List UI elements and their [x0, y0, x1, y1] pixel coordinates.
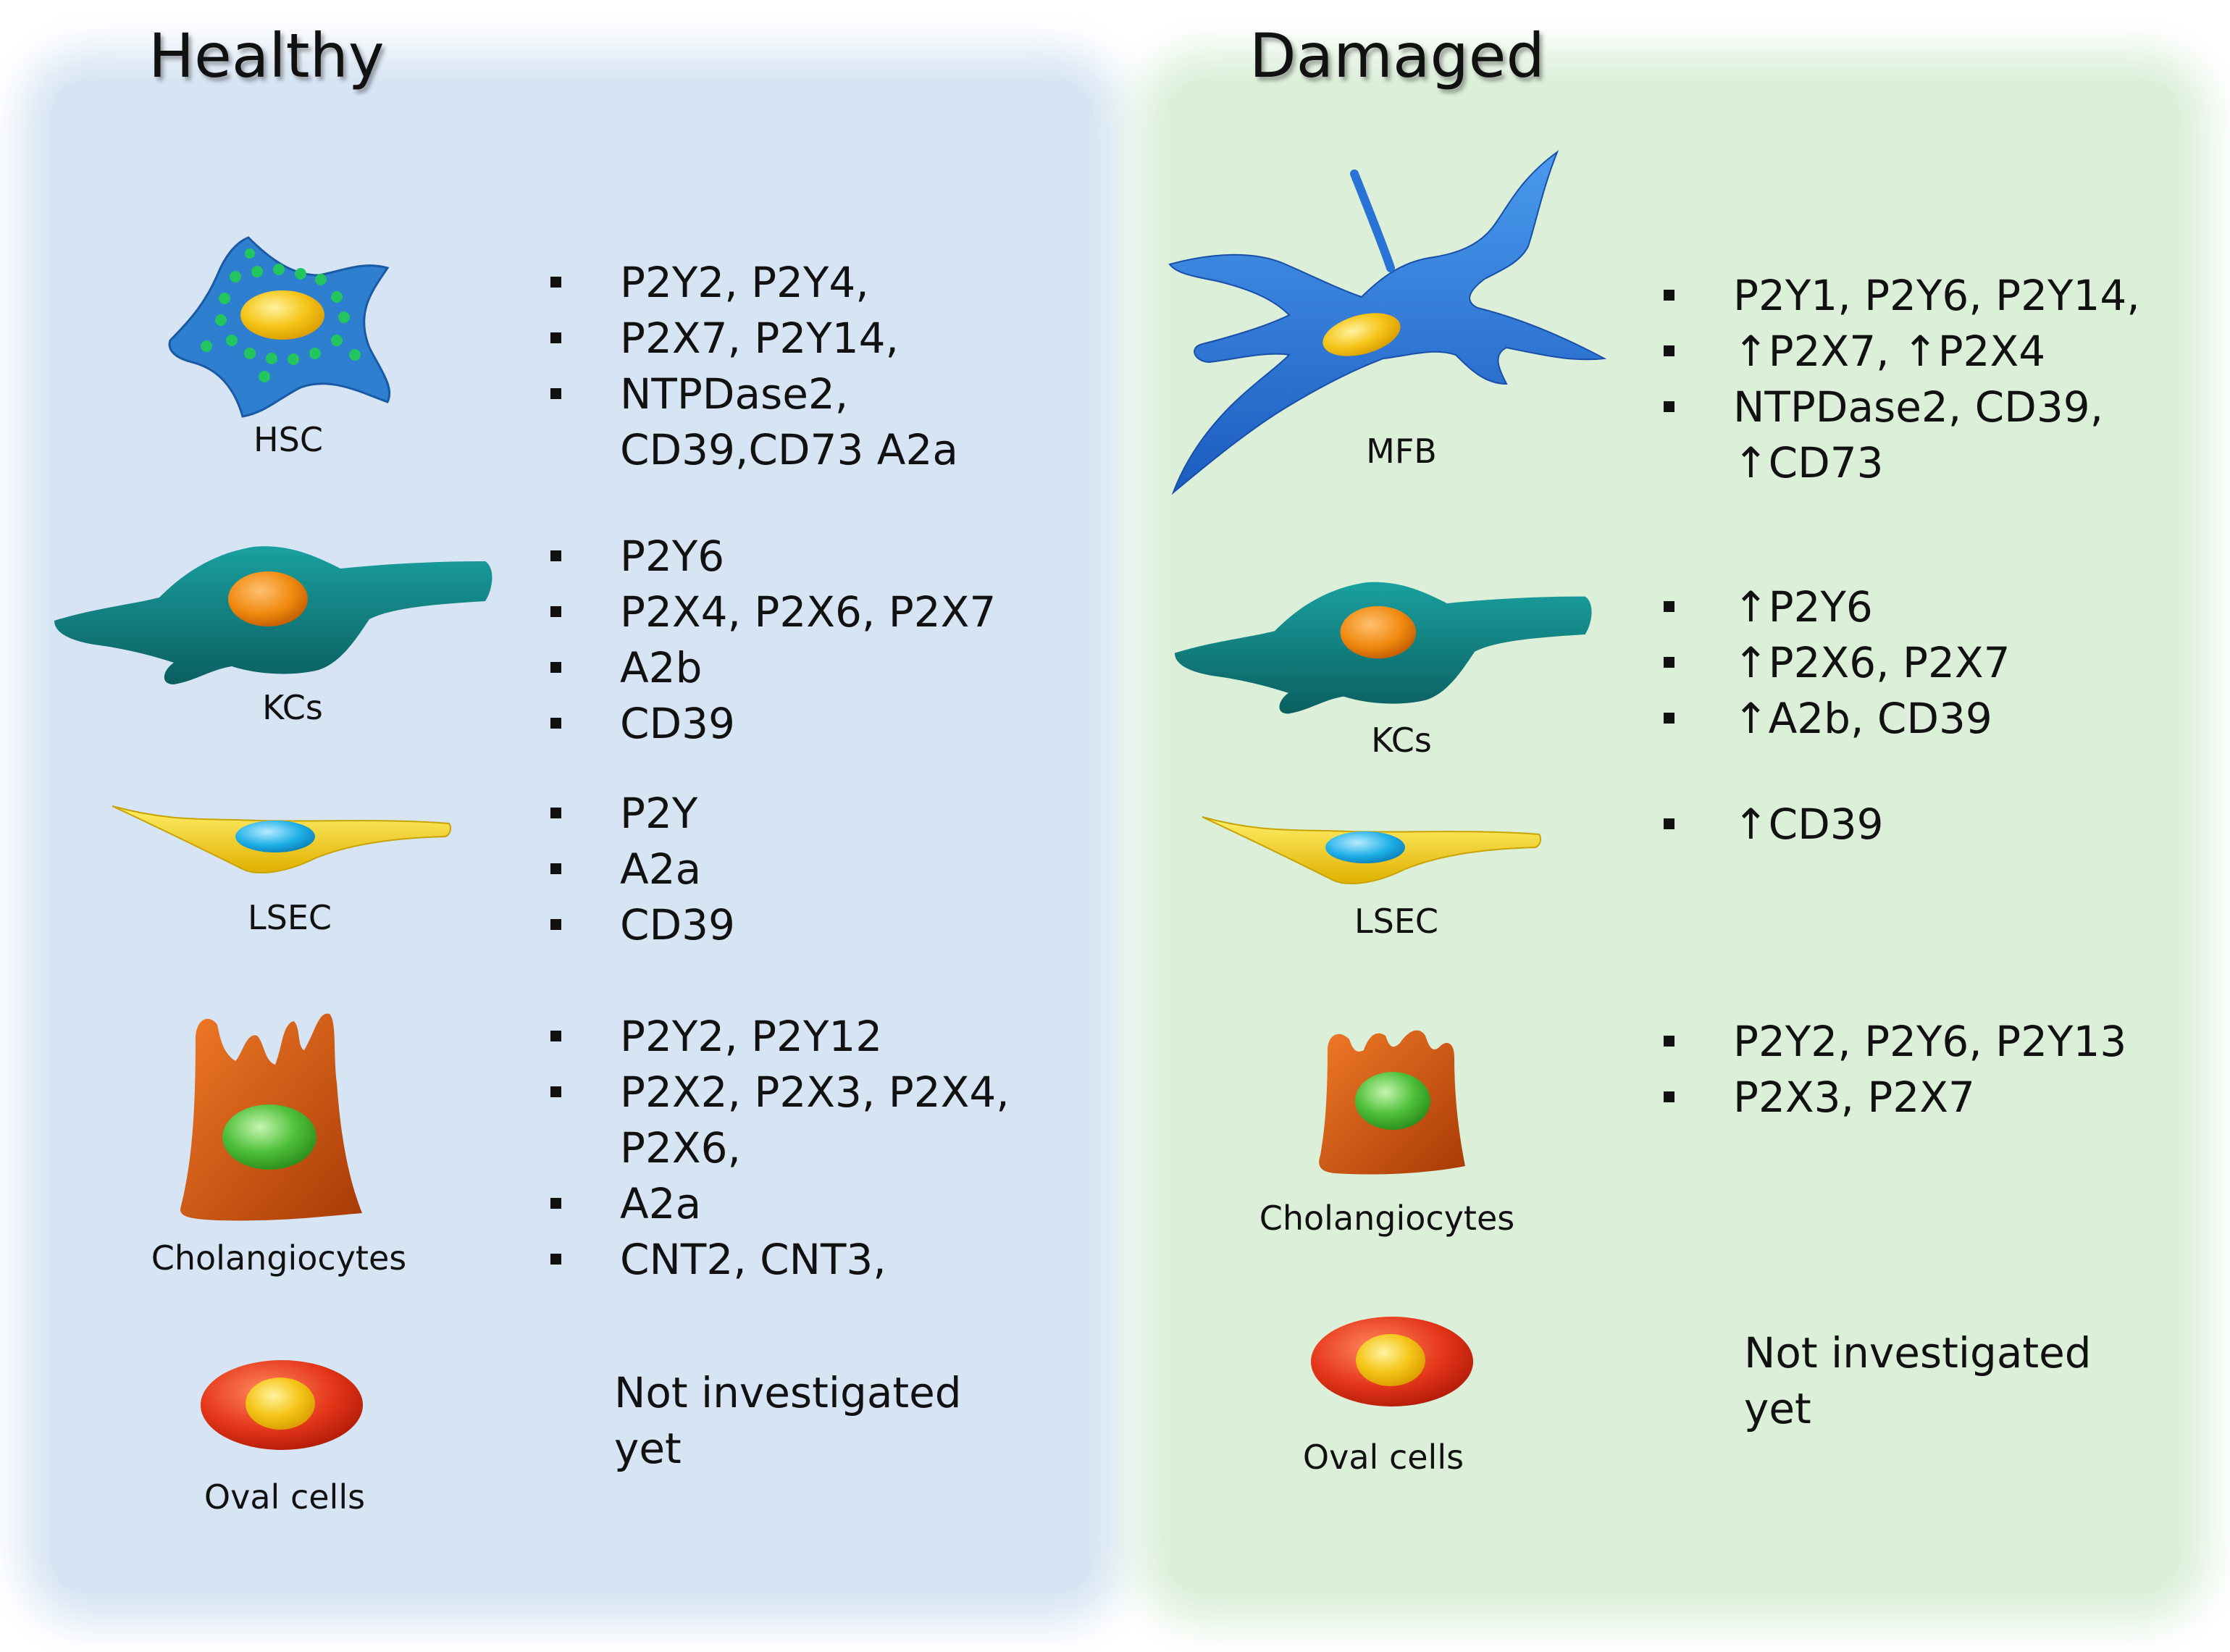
- list-item: P2X3, P2X7: [1664, 1070, 2126, 1125]
- oval-cells-note-damaged: Not investigated yet: [1744, 1328, 2092, 1433]
- list-item: P2Y6: [550, 529, 996, 584]
- list-item: P2X4, P2X6, P2X7: [550, 584, 996, 640]
- kcs-label-damaged: KCs: [1371, 721, 1432, 760]
- list-item: NTPDase2, CD39,CD73 A2a: [550, 366, 958, 478]
- mfb-receptor-list: P2Y1, P2Y6, P2Y14, ↑P2X7, ↑P2X4 NTPDase2…: [1664, 268, 2140, 491]
- kcs-label-healthy: KCs: [262, 688, 323, 727]
- myofibroblast-cell-icon: [1168, 150, 1607, 495]
- list-item: CD39: [550, 897, 735, 953]
- list-item: ↑P2Y6: [1664, 579, 2011, 635]
- list-item: A2b: [550, 640, 996, 696]
- kupffer-cell-icon: [54, 546, 492, 684]
- lsec-receptor-list-damaged: ↑CD39: [1664, 797, 1884, 852]
- lsec-label-damaged: LSEC: [1354, 902, 1439, 941]
- kcs-receptor-list-healthy: P2Y6 P2X4, P2X6, P2X7 A2b CD39: [550, 529, 996, 752]
- oval-cell-icon: [201, 1360, 363, 1450]
- list-item: ↑CD39: [1664, 797, 1884, 852]
- cholangiocyte-cell-icon: [180, 1013, 362, 1221]
- cholangiocytes-receptor-list-healthy: P2Y2, P2Y12 P2X2, P2X3, P2X4, P2X6, A2a …: [550, 1009, 1010, 1288]
- lsec-receptor-list-healthy: P2Y A2a CD39: [550, 786, 735, 953]
- cholangiocytes-receptor-list-damaged: P2Y2, P2Y6, P2Y13 P2X3, P2X7: [1664, 1014, 2126, 1125]
- list-item: P2Y2, P2Y6, P2Y13: [1664, 1014, 2126, 1070]
- healthy-title: Healthy: [148, 20, 385, 91]
- list-item: ↑P2X6, P2X7: [1664, 635, 2011, 691]
- oval-cell-icon: [1311, 1317, 1473, 1406]
- list-item: A2a: [550, 842, 735, 897]
- kcs-receptor-list-damaged: ↑P2Y6 ↑P2X6, P2X7 ↑A2b, CD39: [1664, 579, 2011, 747]
- damaged-title: Damaged: [1249, 20, 1545, 91]
- oval-cells-note-healthy: Not investigated yet: [614, 1368, 962, 1473]
- list-item: P2Y: [550, 786, 735, 842]
- cholangiocyte-cell-icon: [1319, 1030, 1465, 1175]
- hsc-receptor-list: P2Y2, P2Y4, P2X7, P2Y14, NTPDase2, CD39,…: [550, 255, 958, 478]
- list-item: NTPDase2, CD39, ↑CD73: [1664, 380, 2140, 491]
- cholangiocytes-label-healthy: Cholangiocytes: [151, 1238, 407, 1278]
- list-item: ↑A2b, CD39: [1664, 691, 2011, 747]
- oval-cells-label-damaged: Oval cells: [1302, 1438, 1464, 1477]
- hsc-label: HSC: [253, 420, 323, 459]
- lsec-cell-icon: [1202, 816, 1542, 884]
- lsec-label-healthy: LSEC: [247, 898, 332, 937]
- oval-cells-label-healthy: Oval cells: [204, 1477, 366, 1517]
- list-item: P2X7, P2Y14,: [550, 311, 958, 366]
- list-item: ↑P2X7, ↑P2X4: [1664, 324, 2140, 380]
- list-item: CD39: [550, 696, 996, 752]
- list-item: P2X2, P2X3, P2X4, P2X6,: [550, 1065, 1010, 1176]
- mfb-label: MFB: [1366, 432, 1437, 471]
- cholangiocytes-label-damaged: Cholangiocytes: [1259, 1199, 1515, 1238]
- list-item: P2Y2, P2Y12: [550, 1009, 1010, 1065]
- hsc-cell-icon: [168, 236, 391, 418]
- list-item: P2Y2, P2Y4,: [550, 255, 958, 311]
- list-item: P2Y1, P2Y6, P2Y14,: [1664, 268, 2140, 324]
- list-item: CNT2, CNT3,: [550, 1232, 1010, 1288]
- list-item: A2a: [550, 1176, 1010, 1232]
- kupffer-cell-icon: [1174, 582, 1592, 714]
- lsec-cell-icon: [112, 805, 452, 873]
